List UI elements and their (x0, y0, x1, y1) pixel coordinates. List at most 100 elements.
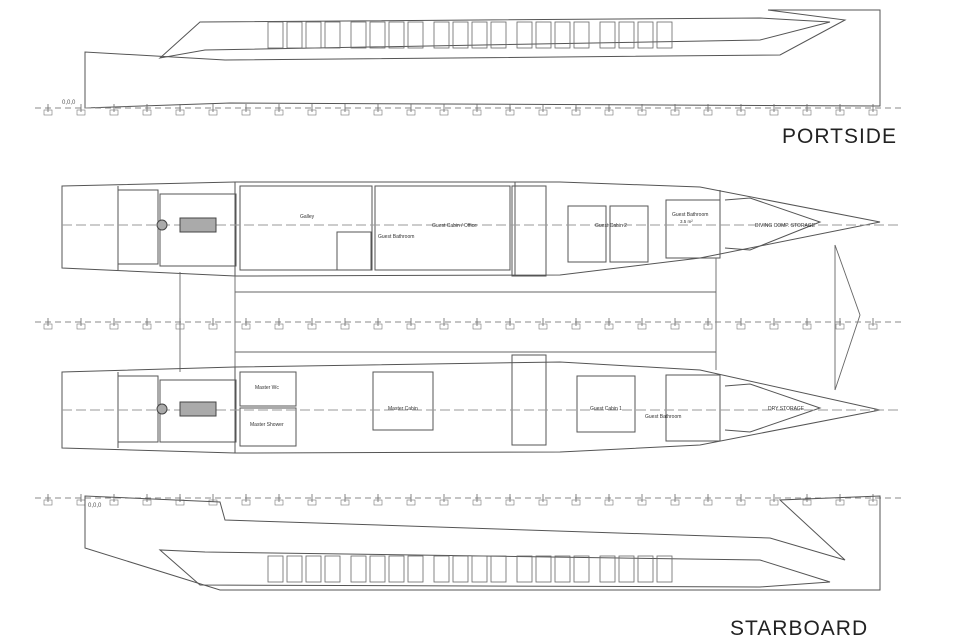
station-marker (868, 109, 878, 116)
window (618, 555, 635, 583)
station-marker (175, 323, 185, 330)
window (286, 21, 303, 49)
station-marker (637, 323, 647, 330)
station-marker (43, 323, 53, 330)
station-marker (736, 323, 746, 330)
station-marker (802, 499, 812, 506)
starboard-label: STARBOARD (730, 617, 869, 640)
station-ticks-bottom (43, 494, 878, 506)
window (267, 555, 284, 583)
station-marker (835, 323, 845, 330)
station-ticks-middle (43, 318, 878, 330)
starboard-hull-plan (61, 354, 881, 454)
window (573, 555, 590, 583)
station-marker (175, 109, 185, 116)
window (324, 555, 341, 583)
station-marker (109, 109, 119, 116)
port-engine-icon (156, 217, 217, 233)
station-marker (274, 109, 284, 116)
station-marker (340, 323, 350, 330)
window (388, 21, 405, 49)
window (350, 555, 367, 583)
station-marker (835, 499, 845, 506)
window (554, 555, 571, 583)
station-marker (835, 109, 845, 116)
station-marker (76, 109, 86, 116)
station-marker (340, 109, 350, 116)
window (516, 555, 533, 583)
window (573, 21, 590, 49)
station-ticks-top (43, 104, 878, 116)
window (490, 21, 507, 49)
window (599, 555, 616, 583)
window (490, 555, 507, 583)
window (599, 21, 616, 49)
window (471, 21, 488, 49)
station-marker (406, 499, 416, 506)
station-marker (274, 323, 284, 330)
window (554, 21, 571, 49)
station-marker (670, 109, 680, 116)
station-marker (76, 323, 86, 330)
station-marker (637, 499, 647, 506)
station-marker (307, 323, 317, 330)
station-marker (340, 499, 350, 506)
station-marker (472, 109, 482, 116)
station-marker (505, 109, 515, 116)
portside-profile (84, 9, 881, 109)
station-marker (703, 323, 713, 330)
station-marker (109, 323, 119, 330)
station-marker (109, 499, 119, 506)
station-marker (703, 109, 713, 116)
window (350, 21, 367, 49)
window (433, 21, 450, 49)
window (433, 555, 450, 583)
room-master-shower: Master Shower (250, 422, 284, 428)
station-marker (43, 499, 53, 506)
station-marker (472, 323, 482, 330)
room-guest-bathroom: Guest Bathroom (645, 414, 681, 420)
window (535, 555, 552, 583)
window (305, 555, 322, 583)
room-guest-bathroom-fwd: Guest Bathroom (378, 234, 414, 240)
origin-label-bottom: 0,0,0 (88, 503, 102, 509)
window (286, 555, 303, 583)
station-marker (307, 499, 317, 506)
room-dry-storage: DRY STORAGE (768, 406, 805, 412)
station-marker (373, 109, 383, 116)
station-marker (571, 109, 581, 116)
station-marker (406, 109, 416, 116)
room-guest-bathroom-aft: Guest Bathroom (672, 212, 708, 218)
window (305, 21, 322, 49)
station-marker (802, 109, 812, 116)
station-marker (142, 499, 152, 506)
station-marker (241, 499, 251, 506)
window (388, 555, 405, 583)
station-marker (505, 323, 515, 330)
window (535, 21, 552, 49)
station-marker (274, 499, 284, 506)
room-master-cabin: Master Cabin (388, 406, 418, 412)
window (637, 21, 654, 49)
starboard-profile (84, 495, 881, 591)
window (516, 21, 533, 49)
station-marker (802, 323, 812, 330)
station-marker (868, 323, 878, 330)
station-marker (769, 499, 779, 506)
station-marker (241, 323, 251, 330)
port-hull-plan (61, 181, 881, 277)
window (471, 555, 488, 583)
station-marker (538, 499, 548, 506)
room-master-wc: Master Wc (255, 385, 279, 391)
station-marker (505, 499, 515, 506)
window (618, 21, 635, 49)
window (407, 21, 424, 49)
window (452, 555, 469, 583)
window (369, 21, 386, 49)
room-guest-cabin-office: Guest Cabin / Office (432, 223, 477, 229)
station-marker (439, 499, 449, 506)
station-marker (373, 323, 383, 330)
window (452, 21, 469, 49)
station-marker (208, 109, 218, 116)
